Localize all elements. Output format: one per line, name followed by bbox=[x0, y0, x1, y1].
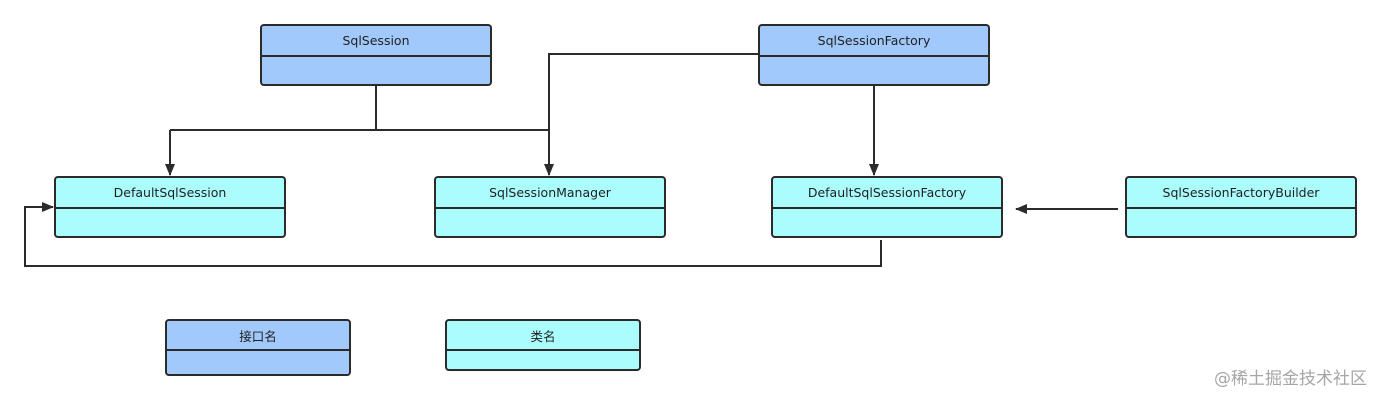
legend-class-box: 类名 bbox=[445, 319, 641, 371]
sqlsessionfactory-body bbox=[760, 57, 988, 84]
sqlsessionmanager-body bbox=[436, 209, 664, 236]
legend-interface-box: 接口名 bbox=[165, 319, 351, 376]
sqlsessionfactory-interface-box: SqlSessionFactory bbox=[758, 24, 990, 86]
sqlsessionfactorybuilder-class-box: SqlSessionFactoryBuilder bbox=[1125, 176, 1357, 238]
defaultsqlsession-class-box: DefaultSqlSession bbox=[54, 176, 286, 238]
defaultsqlsession-body bbox=[56, 209, 284, 236]
sqlsessionfactorybuilder-body bbox=[1127, 209, 1355, 236]
legend-interface-label: 接口名 bbox=[167, 321, 349, 351]
watermark: @稀土掘金技术社区 bbox=[1214, 369, 1367, 389]
arrow-factory-to-manager bbox=[544, 53, 758, 176]
sqlsessionfactorybuilder-label: SqlSessionFactoryBuilder bbox=[1127, 178, 1355, 209]
defaultsqlsessionfactory-label: DefaultSqlSessionFactory bbox=[773, 178, 1001, 209]
legend-class-label: 类名 bbox=[447, 321, 639, 351]
sqlsession-label: SqlSession bbox=[262, 26, 490, 57]
sqlsession-interface-box: SqlSession bbox=[260, 24, 492, 86]
sqlsession-body bbox=[262, 57, 490, 84]
defaultsqlsession-label: DefaultSqlSession bbox=[56, 178, 284, 209]
sqlsessionfactory-label: SqlSessionFactory bbox=[760, 26, 988, 57]
legend-interface-body bbox=[167, 351, 349, 374]
arrow-defaultfactory-to-defaultsqlsession bbox=[24, 202, 882, 267]
sqlsessionmanager-label: SqlSessionManager bbox=[436, 178, 664, 209]
legend-class-body bbox=[447, 351, 639, 369]
sqlsessionmanager-class-box: SqlSessionManager bbox=[434, 176, 666, 238]
defaultsqlsessionfactory-body bbox=[773, 209, 1001, 236]
defaultsqlsessionfactory-class-box: DefaultSqlSessionFactory bbox=[771, 176, 1003, 238]
